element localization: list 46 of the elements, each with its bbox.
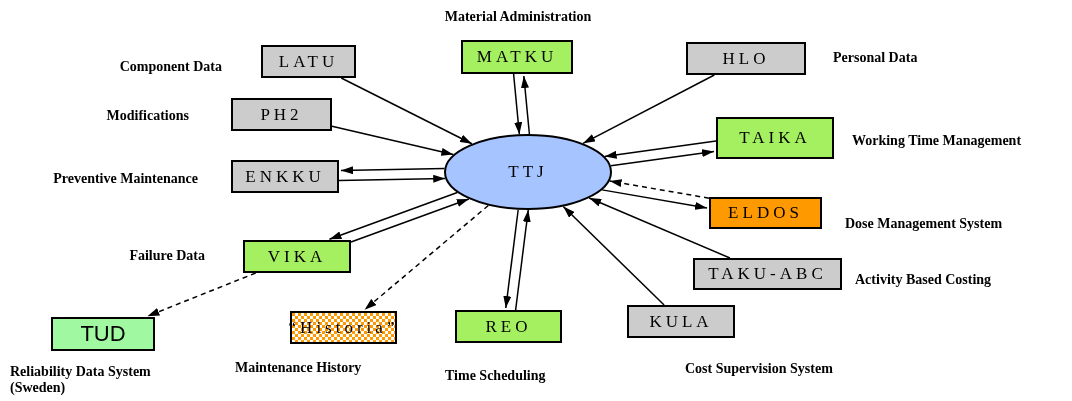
arrow xyxy=(562,205,665,306)
system-box: ENKKU xyxy=(231,160,339,193)
arrow xyxy=(588,197,731,259)
arrow xyxy=(338,174,446,183)
system-description: Modifications xyxy=(106,108,189,124)
arrow xyxy=(603,140,717,159)
system-box: PH2 xyxy=(231,98,332,131)
system-description: Activity Based Costing xyxy=(855,272,992,288)
system-description: Component Data xyxy=(119,59,222,75)
system-description: Failure Data xyxy=(129,248,205,264)
system-box: KULA xyxy=(627,305,735,338)
system-description: Dose Management System xyxy=(845,216,1003,232)
system-description: Reliability Data System (Sweden) xyxy=(10,364,152,396)
system-description: Cost Supervision System xyxy=(685,361,833,377)
system-description: Material Administration xyxy=(444,9,592,25)
arrow xyxy=(512,73,523,135)
arrow xyxy=(582,74,716,145)
arrow xyxy=(331,125,455,156)
system-box: TUD xyxy=(51,317,155,351)
arrow xyxy=(608,179,710,199)
system-description: Personal Data xyxy=(833,50,918,66)
arrow xyxy=(146,272,257,317)
system-box: REO xyxy=(455,310,562,343)
system-description: Working Time Management xyxy=(852,133,1022,149)
system-box: “Historia” xyxy=(290,311,397,344)
system-box: TAIKA xyxy=(716,117,834,159)
system-box: VIKA xyxy=(243,240,351,273)
arrow xyxy=(350,198,470,243)
arrow xyxy=(521,75,531,135)
system-box: MATKU xyxy=(461,40,573,74)
arrow xyxy=(363,204,489,311)
system-box: TAKU-ABC xyxy=(693,258,842,290)
arrow xyxy=(340,77,473,145)
arrow xyxy=(601,189,708,210)
arrow xyxy=(503,209,519,309)
system-description: Preventive Maintenance xyxy=(53,171,198,187)
system-description: Time Scheduling xyxy=(445,368,546,384)
system-box: HLO xyxy=(686,42,806,75)
arrow xyxy=(328,191,459,241)
arrow xyxy=(610,149,715,167)
system-box: LATU xyxy=(261,45,356,78)
arrow xyxy=(340,166,446,175)
arrow xyxy=(514,209,531,311)
system-box: ELDOS xyxy=(709,197,822,229)
system-ellipse: TTJ xyxy=(444,134,612,210)
system-description: Maintenance History xyxy=(235,360,362,376)
